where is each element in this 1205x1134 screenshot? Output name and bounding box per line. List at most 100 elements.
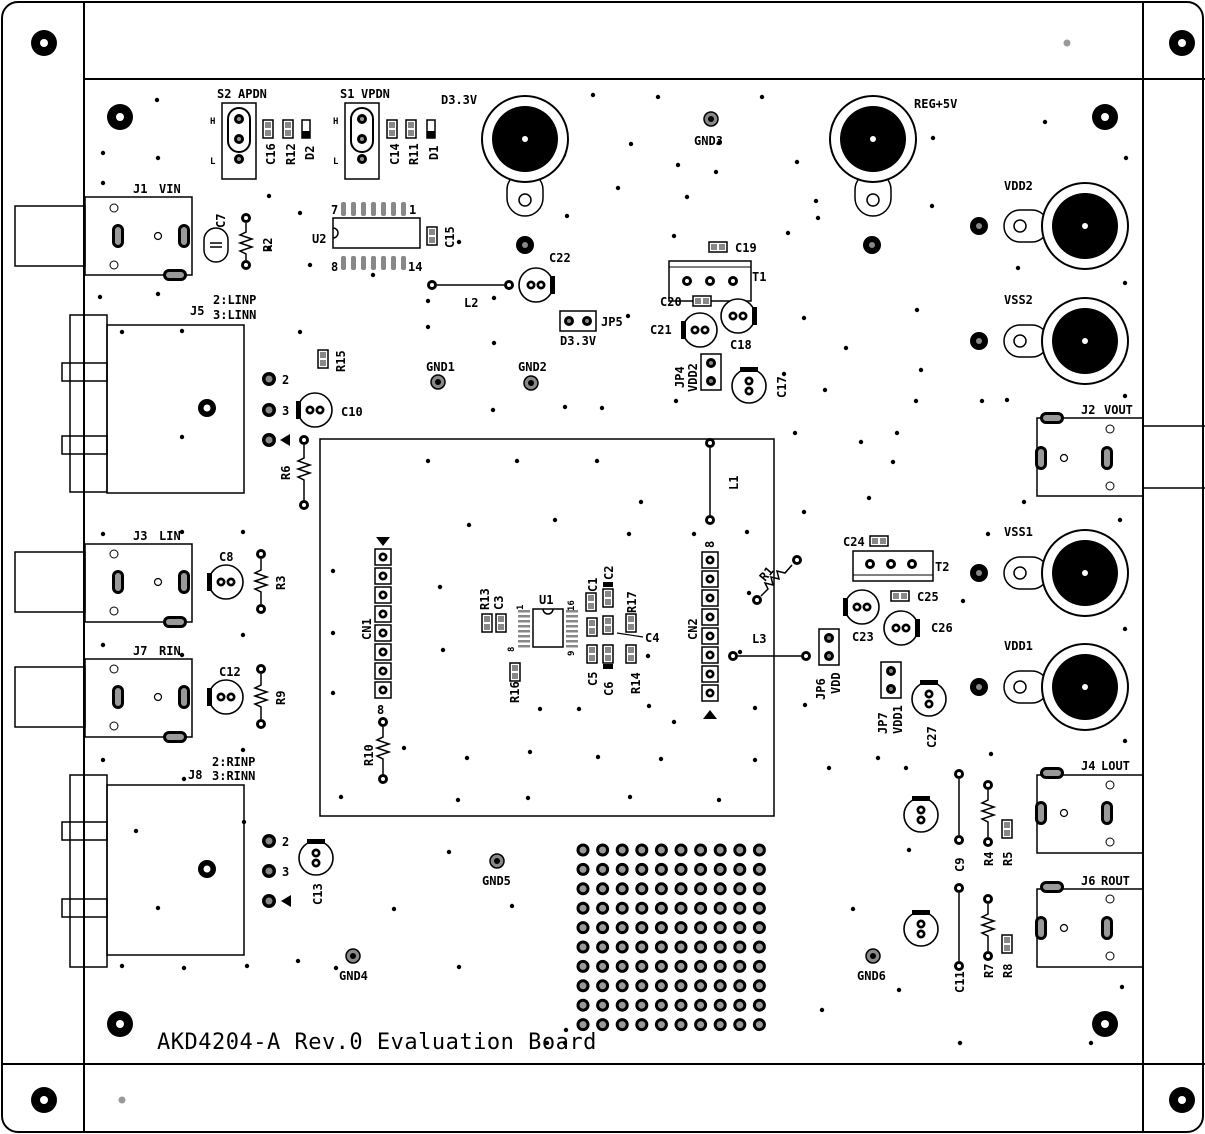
r17-label: R17 [625,591,639,613]
j1-vin-jack: J1 VIN [14,182,193,281]
u2-pin8: 8 [331,260,338,274]
proto-hole [713,882,727,896]
c7-r2-area: C7 R2 [203,213,275,270]
vss1-terminal[interactable]: VSS1 [970,525,1129,617]
proto-hole [733,862,747,876]
proto-hole [596,940,610,954]
s1-label: S1 [340,87,354,101]
j6-rout-jack: J6 ROUT [1035,874,1144,968]
proto-hole [654,959,668,973]
c2-label: C2 [602,566,616,580]
proto-hole [596,862,610,876]
t1-label: T1 [752,270,766,284]
proto-hole [596,1018,610,1032]
proto-hole [654,921,668,935]
c10-label: C10 [341,405,363,419]
r8-label: R8 [1001,964,1015,978]
proto-hole [654,998,668,1012]
u1-label: U1 [539,593,553,607]
cn1-header[interactable]: 8 CN1 R10 [360,537,392,784]
c11-label: C11 [953,971,967,993]
c16-label: C16 [264,143,278,165]
j7-label: J7 [133,644,147,658]
gnd2-label: GND2 [518,360,547,374]
proto-hole [615,940,629,954]
u1-ic-area: U1 1 16 8 9 R13 C3 R16 C1 C2 C4 C5 C6 R1… [478,566,659,703]
vdd1-terminal[interactable]: VDD1 [970,639,1129,731]
r9-label: R9 [274,691,288,705]
proto-hole [674,1018,688,1032]
j5-xlr-connector: J5 2:LINP 3:LINN 2 3 [61,293,290,494]
vdd2-terminal[interactable]: VDD2 [970,179,1129,270]
proto-hole [615,901,629,915]
proto-hole [733,1018,747,1032]
proto-hole [694,862,708,876]
proto-hole [713,940,727,954]
gnd-test-points[interactable]: GND3 GND1 GND2 GND5 GND4 GND6 [339,111,886,983]
proto-hole [615,998,629,1012]
proto-hole [752,959,766,973]
gnd1-label: GND1 [426,360,455,374]
proto-hole [596,998,610,1012]
proto-hole [576,979,590,993]
proto-hole [713,921,727,935]
proto-hole [694,843,708,857]
proto-hole [654,843,668,857]
c20-label: C20 [660,295,682,309]
proto-hole [654,1018,668,1032]
proto-hole [576,882,590,896]
vss2-label: VSS2 [1004,293,1033,307]
proto-hole [694,959,708,973]
c6-label: C6 [602,682,616,696]
proto-hole [654,862,668,876]
reg5v-terminal[interactable]: REG+5V [829,95,957,254]
jp4-sub-label: VDD2 [686,363,700,392]
proto-hole [752,862,766,876]
c23-label: C23 [852,630,874,644]
proto-hole [615,882,629,896]
j5-pin2-number: 2 [282,373,289,387]
proto-hole [674,921,688,935]
vdd2-label: VDD2 [1004,179,1033,193]
proto-hole [733,998,747,1012]
proto-hole [596,959,610,973]
j1-name: VIN [159,182,181,196]
jp5-sub-label: D3.3V [560,334,596,348]
s2-pos-h: H [210,117,215,127]
d2-label: D2 [303,146,317,160]
c4-label: C4 [645,631,659,645]
proto-hole [694,921,708,935]
j3-name: LIN [159,529,181,543]
vpdn-passives: C14 R11 D1 [386,119,441,165]
j4-name: LOUT [1101,759,1130,773]
j3-lin-jack: J3 LIN [14,529,193,628]
s1-vpdn-switch[interactable]: S1 VPDN H L [333,87,390,180]
d33v-terminal[interactable]: D3.3V [441,93,569,254]
proto-hole [733,940,747,954]
proto-hole [635,921,649,935]
cn2-header[interactable]: 8 CN2 L1 [686,438,741,719]
s2-apdn-switch[interactable]: S2 APDN H L [210,87,267,180]
vss2-terminal[interactable]: VSS2 [970,293,1129,385]
gnd4-label: GND4 [339,969,368,983]
j6-label: J6 [1081,874,1095,888]
proto-hole [635,843,649,857]
j4-label: J4 [1081,759,1095,773]
j2-name: VOUT [1104,403,1133,417]
r5-label: R5 [1001,852,1015,866]
d1-label: D1 [427,146,441,160]
j1-label: J1 [133,182,147,196]
c25-label: C25 [917,590,939,604]
j5-label: J5 [190,304,204,318]
proto-hole [733,921,747,935]
daughterboard-outline [319,438,775,817]
s1-name: VPDN [361,87,390,101]
j7-rin-jack: J7 RIN [14,644,193,743]
gnd3-label: GND3 [694,134,723,148]
proto-hole [674,979,688,993]
vss1-label: VSS1 [1004,525,1033,539]
proto-hole [576,940,590,954]
proto-hole [576,959,590,973]
proto-hole [733,979,747,993]
